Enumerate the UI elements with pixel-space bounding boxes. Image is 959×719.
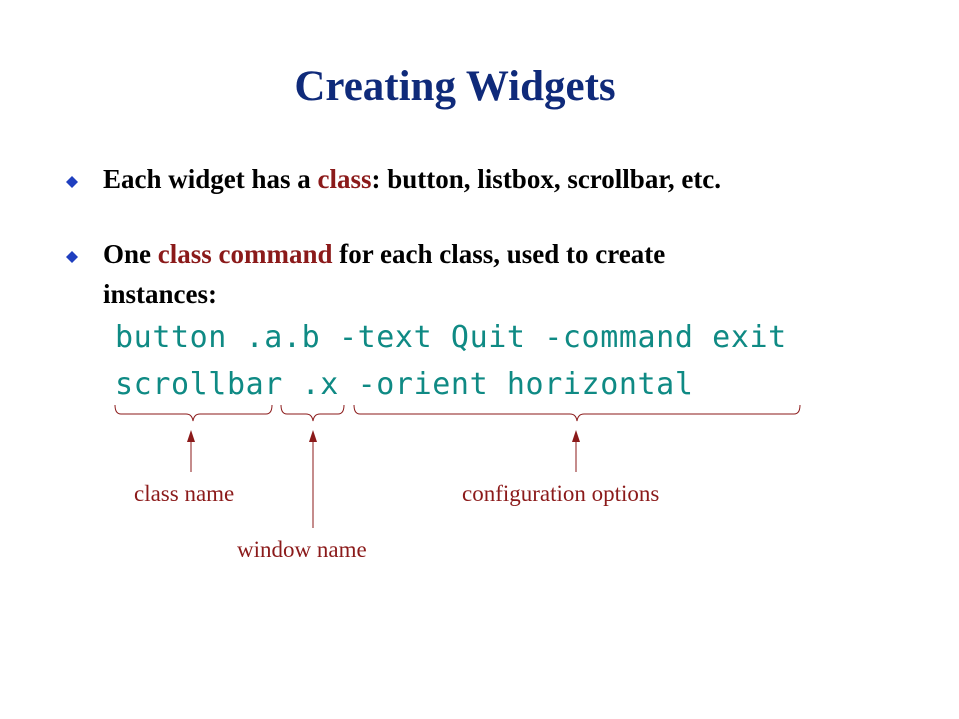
configuration-options-label: configuration options [462,481,660,506]
arrow-up-icon [309,430,317,442]
bullet-2-text-rest: for each class, used to create [332,239,666,269]
class-command-keyword: class command [157,239,333,269]
code-line-2: scrollbar .x -orient horizontal [115,367,694,402]
diamond-bullet-icon [66,251,78,263]
arrow-up-icon [572,430,580,442]
class-name-brace [114,404,273,422]
bullet-2-text: One [103,239,158,269]
arrow-up-icon [187,430,195,442]
bullet-1: Each widget has a class: button, listbox… [103,159,721,199]
code-line-1: button .a.b -text Quit -command exit [115,320,787,355]
diamond-bullet-icon [66,176,78,188]
bullet-1-text-rest: : button, listbox, scrollbar, etc. [371,164,722,194]
class-keyword: class [317,164,372,194]
window-name-label: window name [237,537,367,562]
config-options-brace [353,404,801,422]
slide-title: Creating Widgets [294,63,616,110]
bullet-1-text: Each widget has a [103,164,318,194]
class-name-label: class name [134,481,235,506]
bullet-2-line-2: instances: [103,279,217,309]
window-name-brace [280,404,345,422]
bullet-2: One class command for each class, used t… [103,234,665,314]
